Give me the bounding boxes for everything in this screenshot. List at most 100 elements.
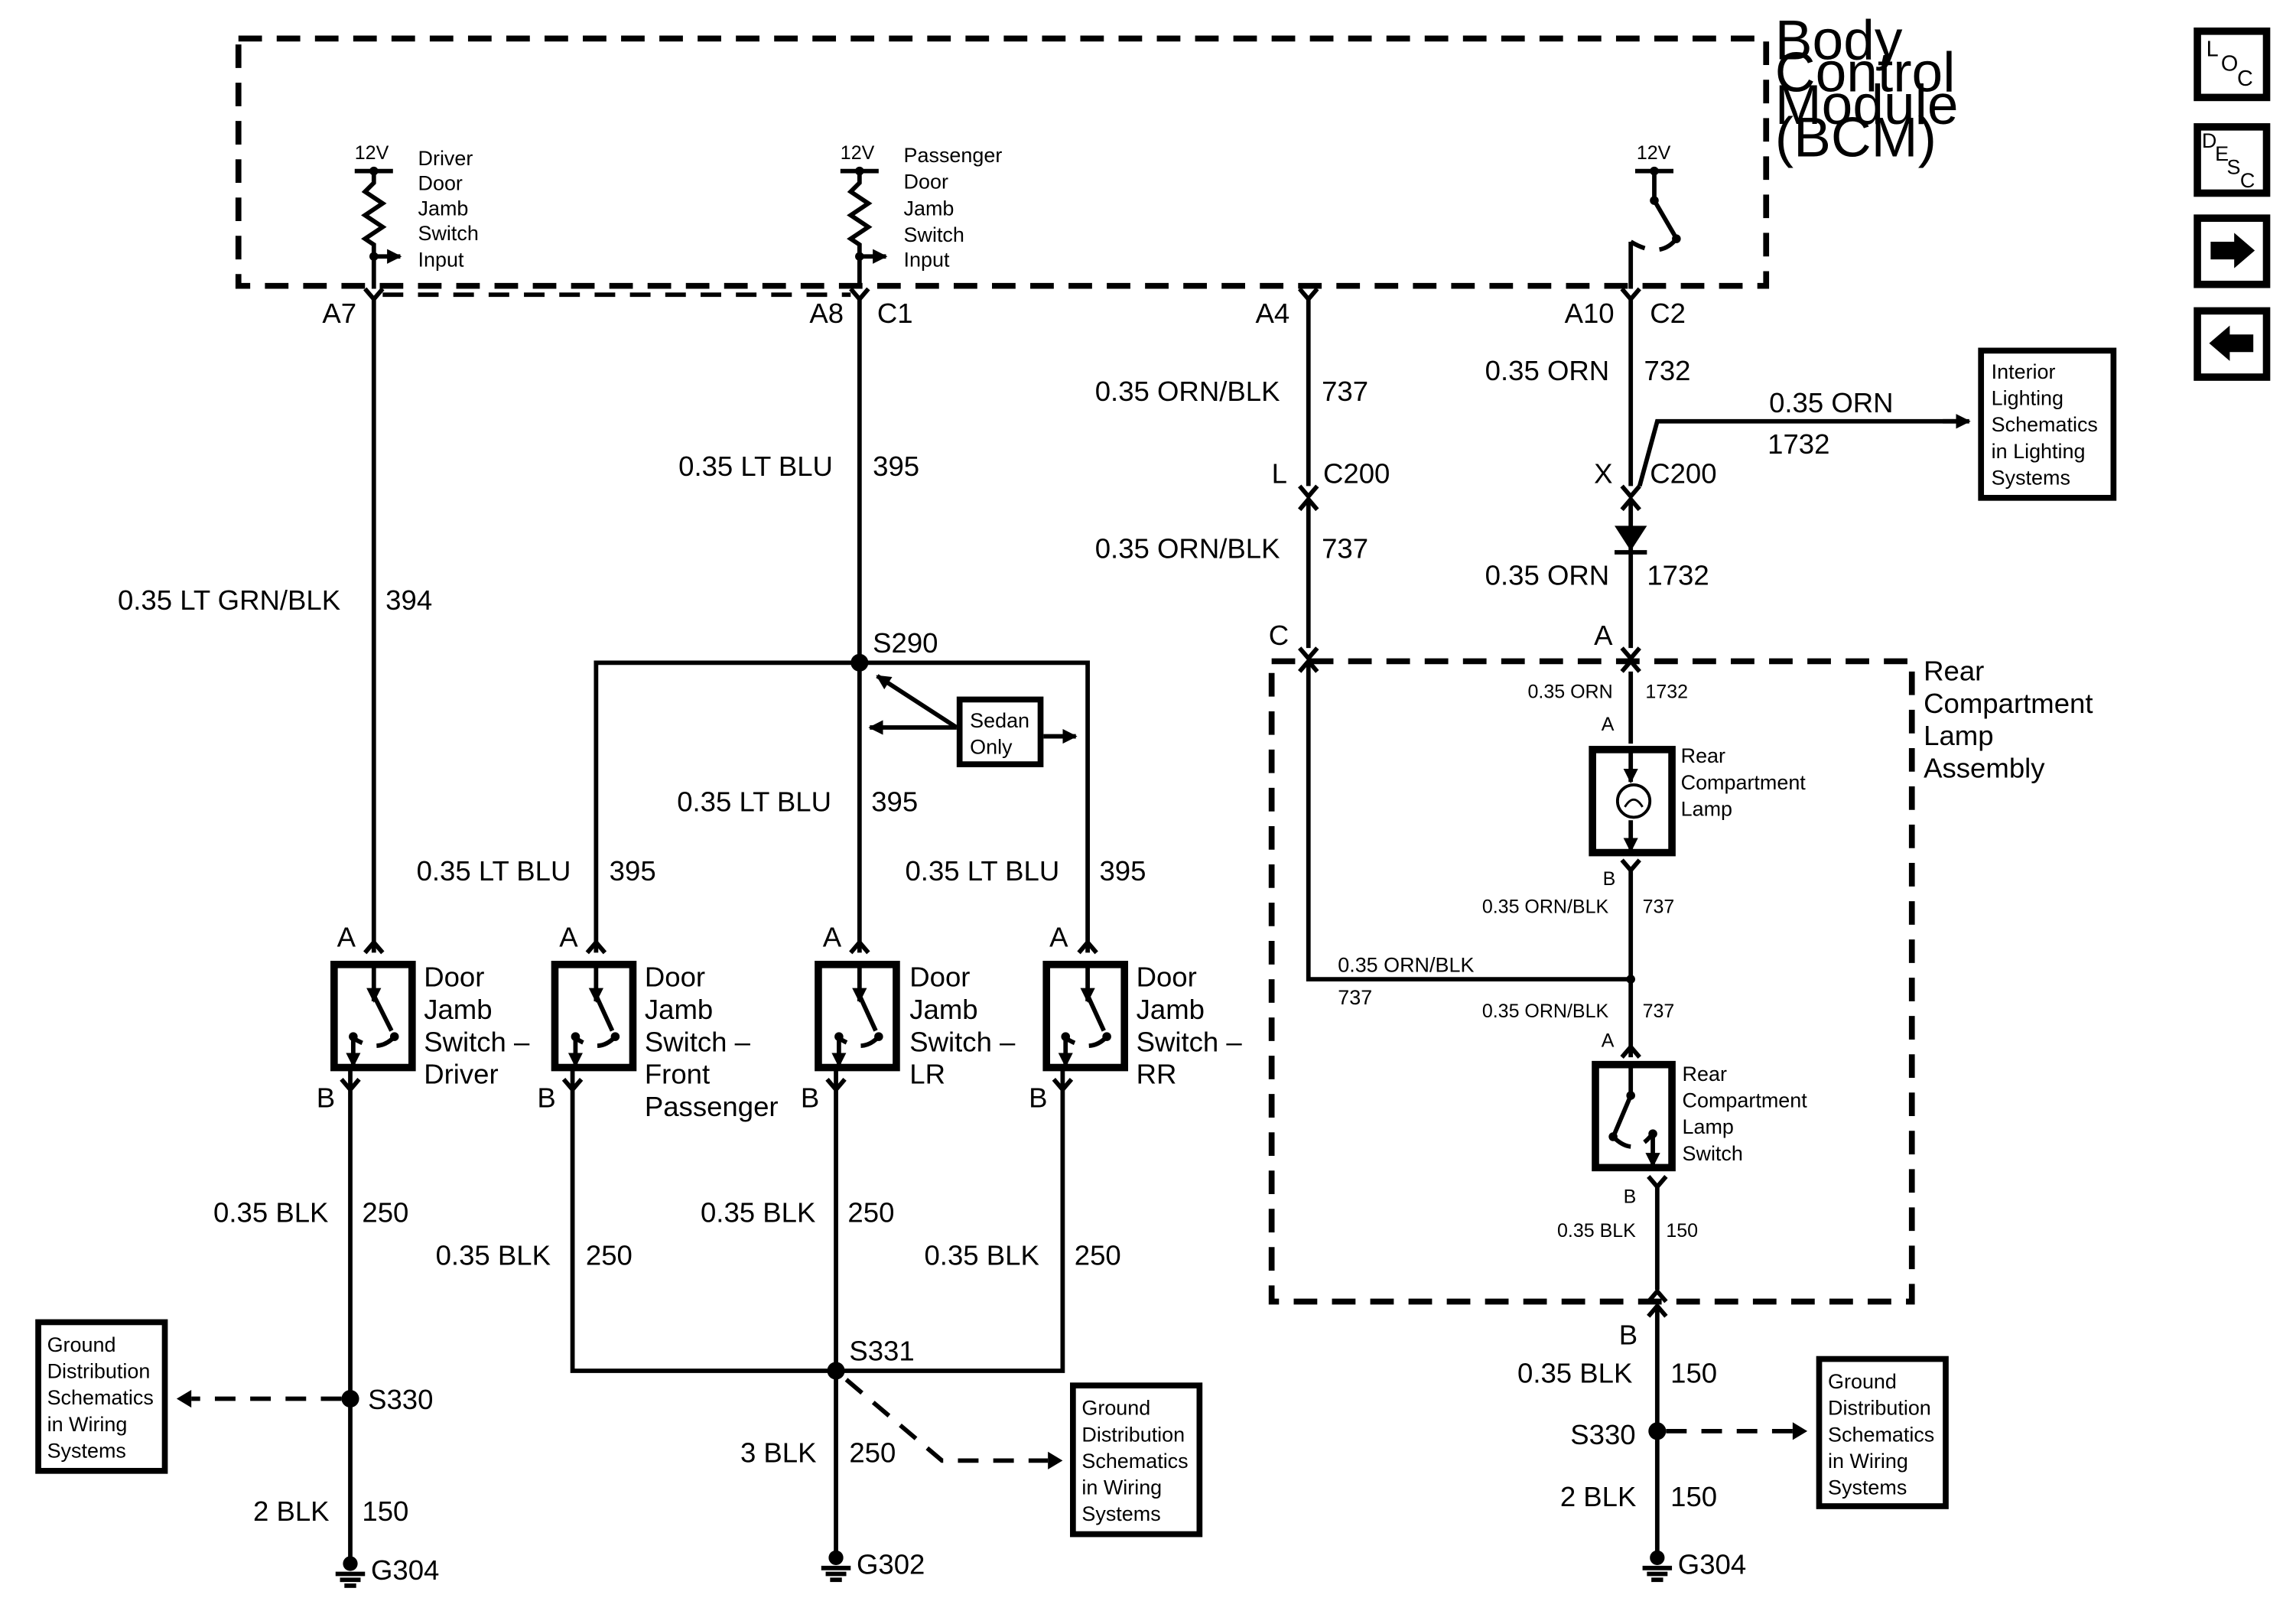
prev-arrow-icon [2209,325,2254,361]
ground-distribution-ref-center: Ground Distribution Schematics in Wiring… [1070,1382,1203,1538]
pin-a: A [823,922,842,953]
passenger-input-circuit: 12V Passenger Door Jamb Switch Input [841,142,1002,289]
switch-label: Front [645,1059,710,1090]
ref-label: in Wiring [1828,1450,1908,1473]
passenger-input-label: Input [904,249,950,272]
v12-label: 12V [1637,142,1671,164]
v12-label: 12V [841,142,875,164]
circuit-number: 150 [1670,1357,1717,1388]
svg-text:S: S [2227,155,2241,178]
switch-label: RR [1137,1059,1177,1090]
switch-label: Door [424,962,484,993]
circuit-number: 737 [1643,896,1675,917]
switch-label: Rear [1683,1063,1727,1085]
ground-g304-left: G304 [335,1554,439,1588]
circuit-number: 250 [1075,1239,1121,1271]
wire-color-label: 0.35 ORN/BLK [1482,896,1609,917]
splice-label: S331 [849,1335,914,1366]
connector-c200: C200 [1650,458,1716,490]
wire-color-label: 0.35 LT BLU [678,451,833,482]
circuit-number: 1732 [1647,559,1709,591]
driver-input-label: Jamb [418,197,469,220]
pin-b: B [1624,1186,1637,1208]
wire-color-label: 0.35 BLK [1517,1357,1632,1388]
bcm-12v-switch: 12V [1628,142,1681,289]
wire-color-label: 0.35 LT GRN/BLK [118,584,340,616]
next-arrow-icon [2210,233,2255,268]
svg-text:L: L [2207,37,2219,62]
driver-input-label: Switch [418,222,479,245]
lamp-label: Lamp [1681,797,1732,820]
pin-a: A [1049,922,1068,953]
wire-color-label: 0.35 ORN [1485,355,1610,386]
circuit-number: 250 [586,1239,633,1271]
circuit-number: 737 [1643,1001,1675,1022]
circuit-number: 250 [849,1437,896,1468]
ref-label: Distribution [47,1360,151,1383]
pin-a8: A8 [809,298,844,329]
pin-a: A [337,922,356,953]
ground-label: G302 [857,1549,925,1580]
sedan-label: Only [970,736,1013,759]
wire-color-label: 0.35 BLK [213,1197,328,1229]
rear-compartment-lamp: Rear Compartment Lamp [1589,744,1807,857]
driver-input-label: Input [418,249,464,272]
wire-color-label: 0.35 ORN/BLK [1482,1001,1609,1022]
circuit-number: 737 [1322,533,1368,565]
circuit-number: 250 [847,1197,894,1229]
ref-label: Systems [1992,466,2070,489]
lamp-label: Compartment [1681,771,1807,794]
ground-label: G304 [371,1554,439,1586]
bcm-module: Body Control Module (BCM) [235,9,1959,289]
ref-label: in Lighting [1992,440,2086,463]
pin-c2: C2 [1650,298,1686,329]
loc-button[interactable]: L O C [2194,27,2271,102]
assembly-label: Rear [1924,655,1984,686]
circuit-number: 737 [1322,376,1368,407]
circuit-number: 150 [1666,1220,1698,1242]
connector-marks [363,287,1641,303]
switch-label: Door [1137,962,1197,993]
splice-label: S330 [1570,1419,1635,1450]
ref-label: Schematics [47,1386,154,1409]
rear-compartment-lamp-assembly: Rear Compartment Lamp Assembly [1268,655,2093,1305]
bcm-label-4: (BCM) [1775,106,1937,168]
driver-door-jamb-switch: A Door Jamb Switch – Driver B [317,922,530,1114]
ref-label: Distribution [1828,1397,1931,1420]
ref-label: Interior [1992,360,2056,383]
desc-button[interactable]: D E S C [2194,123,2271,197]
wire-color-label: 0.35 LT BLU [677,786,831,818]
rr-door-jamb-switch: A Door Jamb Switch – RR B [1029,922,1242,1114]
wire-color-label: 0.35 ORN [1485,559,1610,591]
pin-a: A [1594,620,1613,651]
ref-label: in Wiring [1081,1476,1162,1499]
diode-icon [1615,526,1647,552]
pin-a7: A7 [322,298,356,329]
interior-lighting-ref: Interior Lighting Schematics in Lighting… [1978,347,2117,501]
bulb-icon [1615,783,1652,819]
wire-color-label: 0.35 ORN [1527,682,1612,703]
circuit-number: 1732 [1645,682,1688,703]
circuit-number: 732 [1644,355,1691,386]
next-page-button[interactable] [2194,214,2271,288]
circuit-number: 395 [610,855,656,887]
passenger-input-label: Jamb [904,197,954,220]
pin-c1: C1 [877,298,913,329]
pin-l: L [1272,458,1287,490]
ground-label: G304 [1678,1549,1746,1580]
svg-text:O: O [2221,52,2238,76]
ref-label: Schematics [1828,1423,1934,1446]
wire-color-label: 0.35 BLK [924,1239,1039,1271]
circuit-number: 150 [362,1495,408,1527]
wire-color-label: 0.35 BLK [436,1239,551,1271]
ground-g304-right: G304 [1642,1549,1746,1583]
splice-label: S290 [873,627,938,659]
switch-label: Jamb [424,994,492,1025]
circuit-number: 1732 [1768,428,1829,460]
connector-c200: C200 [1323,458,1390,490]
ref-label: Schematics [1992,413,2098,436]
ground-g302: G302 [821,1549,925,1583]
prev-page-button[interactable] [2194,307,2271,381]
pin-a4: A4 [1255,298,1289,329]
